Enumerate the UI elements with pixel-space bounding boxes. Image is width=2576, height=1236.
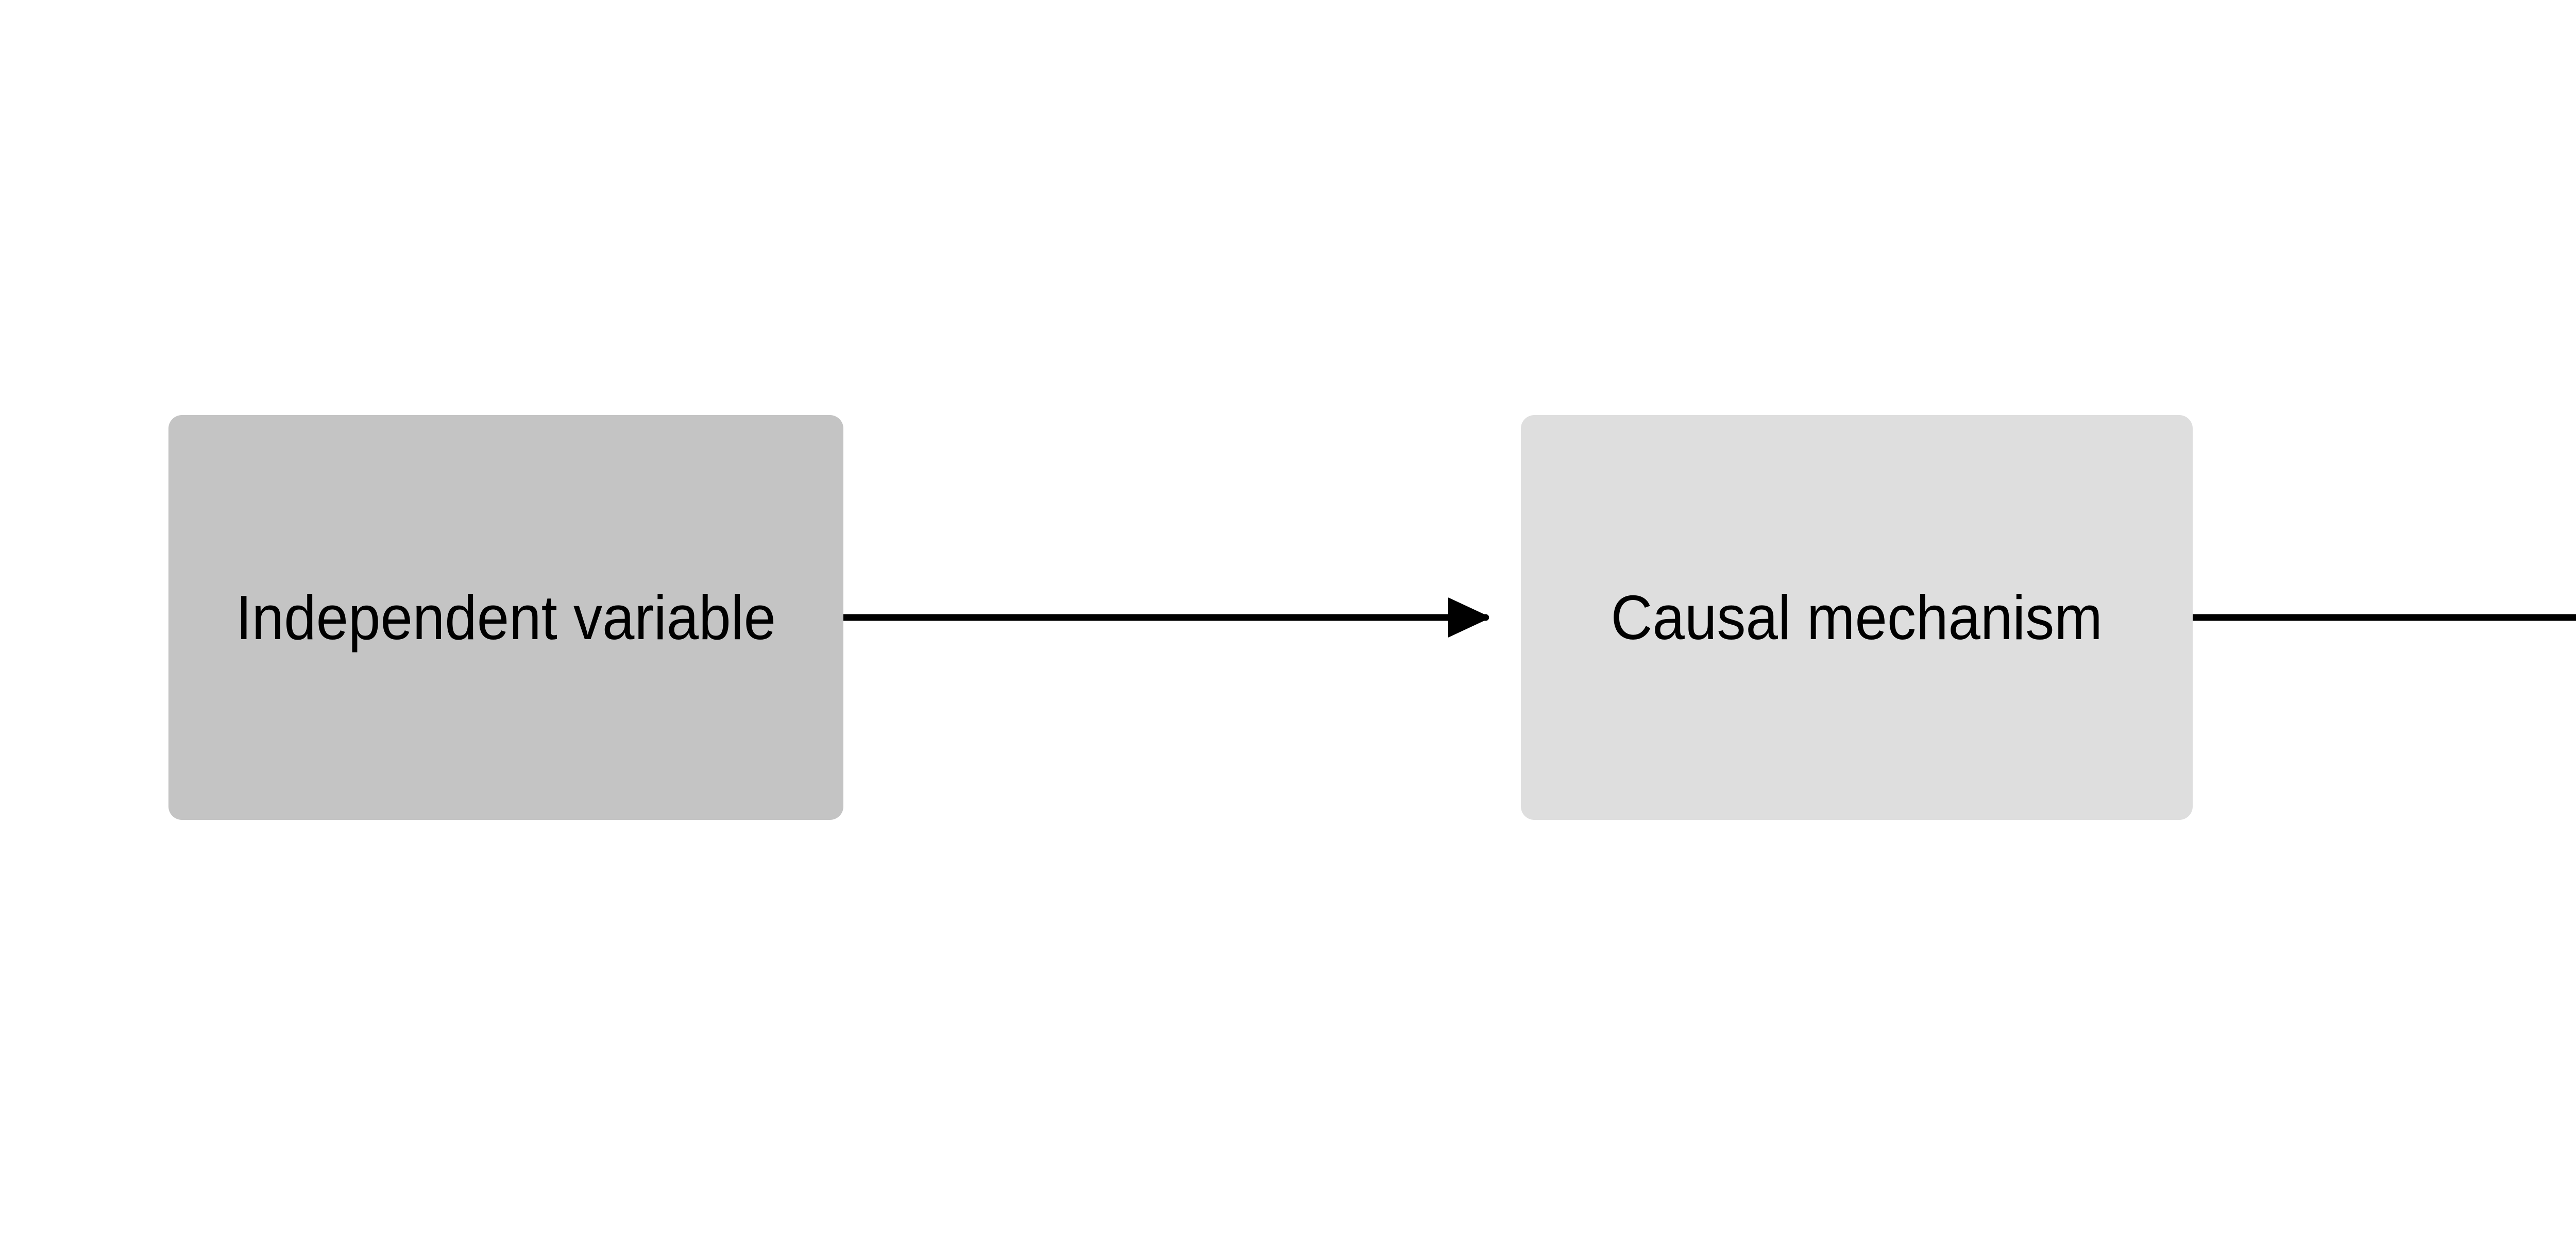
node-causal-mechanism[interactable]: Causal mechanism [1521,415,2193,820]
node-independent-variable-label: Independent variable [235,582,776,653]
node-independent-variable[interactable]: Independent variable [168,415,843,820]
node-causal-mechanism-label: Causal mechanism [1611,582,2103,653]
